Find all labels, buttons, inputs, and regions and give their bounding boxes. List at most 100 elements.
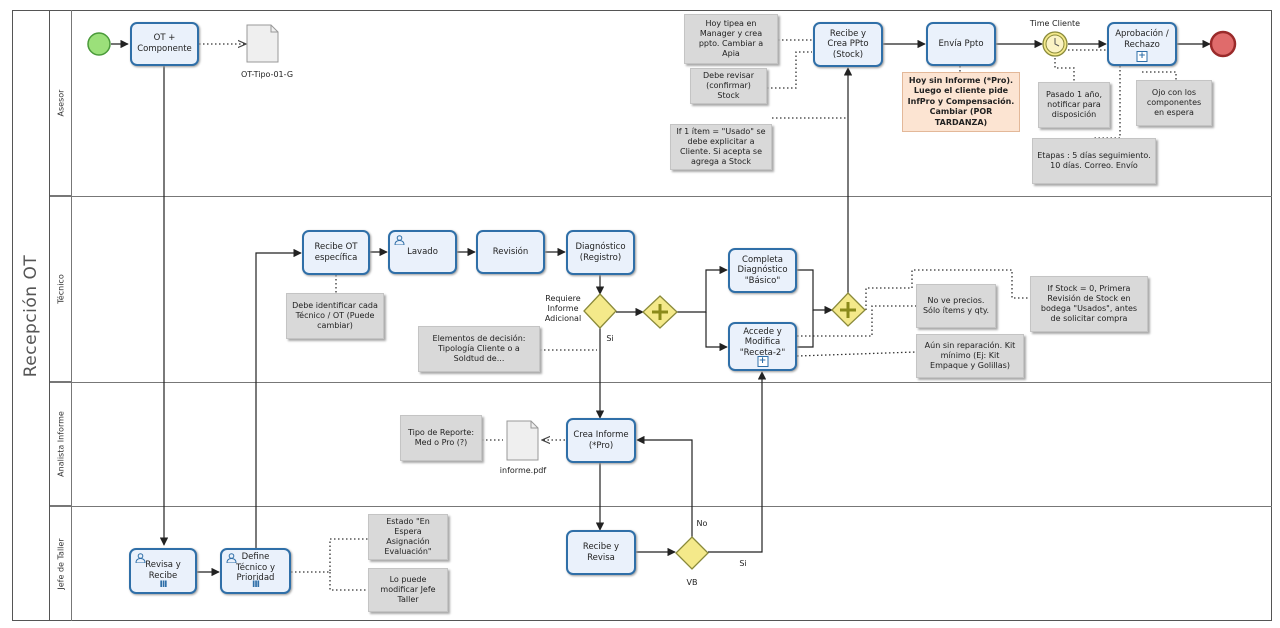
task-label: Aprobación / Rechazo xyxy=(1115,29,1169,50)
gateway-label-no: No xyxy=(696,519,708,528)
task-label: Completa Diagnóstico "Básico" xyxy=(737,254,788,286)
note-text: Debe identificar cada Técnico / OT (Pued… xyxy=(292,301,378,330)
timer-label: Time Cliente xyxy=(1029,19,1081,28)
task-recibe-ot-especifica[interactable]: Recibe OT específica xyxy=(302,230,370,275)
task-label: Recibe y Crea PPto (Stock) xyxy=(827,28,869,60)
user-task-icon xyxy=(394,235,405,245)
document-informe xyxy=(506,420,539,461)
assoc-pasado-anio xyxy=(1054,58,1075,82)
task-recibe-crea-ppto[interactable]: Recibe y Crea PPto (Stock) xyxy=(813,22,883,67)
note-if-stock: If Stock = 0, Primera Revisión de Stock … xyxy=(1030,276,1148,332)
document-ot-tipo xyxy=(246,24,279,63)
task-accede-modifica[interactable]: Accede y Modifica "Receta-2" + xyxy=(728,322,797,371)
note-text: Hoy tipea en Manager y crea ppto. Cambia… xyxy=(698,19,764,58)
task-revision[interactable]: Revisión xyxy=(476,230,545,274)
multi-instance-icon: III xyxy=(251,579,260,590)
task-label: Revisa y Recibe xyxy=(145,560,181,581)
lane-jefe-taller: Jefe de Taller xyxy=(50,506,72,621)
task-completa-diagnostico[interactable]: Completa Diagnóstico "Básico" xyxy=(728,248,797,293)
note-hoy-sin-informe: Hoy sin Informe (*Pro). Luego el cliente… xyxy=(902,72,1020,132)
note-etapas: Etapas : 5 días seguimiento. 10 días. Co… xyxy=(1032,138,1156,184)
lane-tecnico: Técnico xyxy=(50,196,72,382)
flow-parallel-to-accede xyxy=(705,312,728,352)
task-label: Revisión xyxy=(492,246,529,257)
task-label: Recibe OT específica xyxy=(314,241,358,263)
task-label: Accede y Modifica "Receta-2" xyxy=(739,326,786,358)
task-envia-ppto[interactable]: Envía Ppto xyxy=(926,22,996,66)
note-no-ve-precios: No ve precios. Sólo ítems y qty. xyxy=(916,284,996,328)
lane-analista: Analista Informe xyxy=(50,382,72,506)
pool-frame xyxy=(12,10,1272,621)
note-if-usado: If 1 ítem = "Usado" se debe explicitar a… xyxy=(670,124,772,170)
user-task-icon xyxy=(226,553,237,563)
assoc-etapas xyxy=(1068,49,1121,139)
task-diagnostico[interactable]: Diagnóstico (Registro) xyxy=(566,230,635,275)
task-define-tecnico[interactable]: Define Técnico y Prioridad III xyxy=(220,548,291,594)
flow-vb-no xyxy=(636,435,693,537)
flow-completa-to-join xyxy=(797,269,833,315)
assoc-ojo xyxy=(1142,71,1177,80)
task-crea-informe[interactable]: Crea Informe (*Pro) xyxy=(566,418,636,463)
task-label: Recibe y Revisa xyxy=(582,541,620,563)
task-ot-componente[interactable]: OT + Componente xyxy=(130,22,199,66)
task-label: Crea Informe (*Pro) xyxy=(573,429,629,451)
note-text: Tipo de Reporte: Med o Pro (?) xyxy=(407,428,475,447)
note-lo-puede-modificar: Lo puede modificar Jefe Taller xyxy=(368,568,448,612)
assoc-no-ve-precios xyxy=(797,305,916,337)
gateway-label-si-vb: Si xyxy=(739,559,747,568)
task-lavado[interactable]: Lavado xyxy=(388,230,457,274)
note-text: Aún sin reparación. Kit mínimo (Ej: Kit … xyxy=(924,341,1016,370)
task-label: Lavado xyxy=(407,246,438,257)
task-label: Diagnóstico (Registro) xyxy=(575,241,626,263)
subprocess-marker-icon[interactable]: + xyxy=(1136,51,1148,62)
note-hoy-tipea: Hoy tipea en Manager y crea ppto. Cambia… xyxy=(684,14,778,64)
pool-label: Recepción OT xyxy=(12,10,50,621)
exclusive-gateway-informe xyxy=(583,293,617,329)
timer-event xyxy=(1042,31,1068,57)
start-event xyxy=(87,32,111,56)
document-label-informe: informe.pdf xyxy=(499,466,547,475)
flow-vb-si xyxy=(708,371,767,553)
multi-instance-icon: III xyxy=(159,579,167,590)
note-debe-revisar: Debe revisar (confirmar) Stock xyxy=(690,68,767,104)
end-event xyxy=(1209,30,1237,58)
task-label: Define Técnico y Prioridad xyxy=(235,552,275,584)
task-revisa-recibe[interactable]: Revisa y Recibe III xyxy=(129,548,197,594)
subprocess-marker-icon[interactable]: + xyxy=(757,356,768,367)
task-label: Envía Ppto xyxy=(938,38,984,49)
note-text: No ve precios. Sólo ítems y qty. xyxy=(922,296,990,315)
assoc-debe-revisar xyxy=(767,51,812,89)
note-ojo-componentes: Ojo con los componentes en espera xyxy=(1136,80,1212,126)
note-text: If Stock = 0, Primera Revisión de Stock … xyxy=(1040,284,1138,323)
note-text: Lo puede modificar Jefe Taller xyxy=(380,575,436,604)
note-aun-sin-reparacion: Aún sin reparación. Kit mínimo (Ej: Kit … xyxy=(916,334,1024,378)
parallel-gateway-split xyxy=(642,295,678,329)
note-estado-espera: Estado "En Espera Asignación Evaluación" xyxy=(368,514,448,560)
task-label: OT + Componente xyxy=(137,33,192,54)
lane-divider xyxy=(50,196,1272,197)
gateway-label-vb: VB xyxy=(686,578,698,587)
user-task-icon xyxy=(135,553,146,563)
note-text: Pasado 1 año, notificar para disposición xyxy=(1046,90,1102,119)
lane-divider xyxy=(50,506,1272,507)
note-pasado-anio: Pasado 1 año, notificar para disposición xyxy=(1038,82,1110,128)
note-text: Debe revisar (confirmar) Stock xyxy=(703,71,754,100)
gateway-label-si: Si xyxy=(606,334,614,343)
note-text: Etapas : 5 días seguimiento. 10 días. Co… xyxy=(1037,151,1151,170)
note-text: If 1 ítem = "Usado" se debe explicitar a… xyxy=(676,127,766,166)
exclusive-gateway-vb xyxy=(675,536,709,570)
note-text: Estado "En Espera Asignación Evaluación" xyxy=(384,517,432,556)
assoc-estado xyxy=(291,538,368,573)
flow-parallel-to-completa xyxy=(677,265,728,313)
document-label-ot-tipo: OT-Tipo-01-G xyxy=(240,70,294,79)
lane-divider xyxy=(50,382,1272,383)
flow-accede-to-join xyxy=(797,310,814,348)
parallel-gateway-join xyxy=(831,292,866,327)
task-aprobacion-rechazo[interactable]: Aprobación / Rechazo + xyxy=(1107,22,1177,66)
note-tipo-reporte: Tipo de Reporte: Med o Pro (?) xyxy=(400,415,482,461)
note-text: Ojo con los componentes en espera xyxy=(1146,88,1202,117)
note-text: Hoy sin Informe (*Pro). Luego el cliente… xyxy=(907,76,1015,127)
task-recibe-revisa[interactable]: Recibe y Revisa xyxy=(566,530,636,575)
